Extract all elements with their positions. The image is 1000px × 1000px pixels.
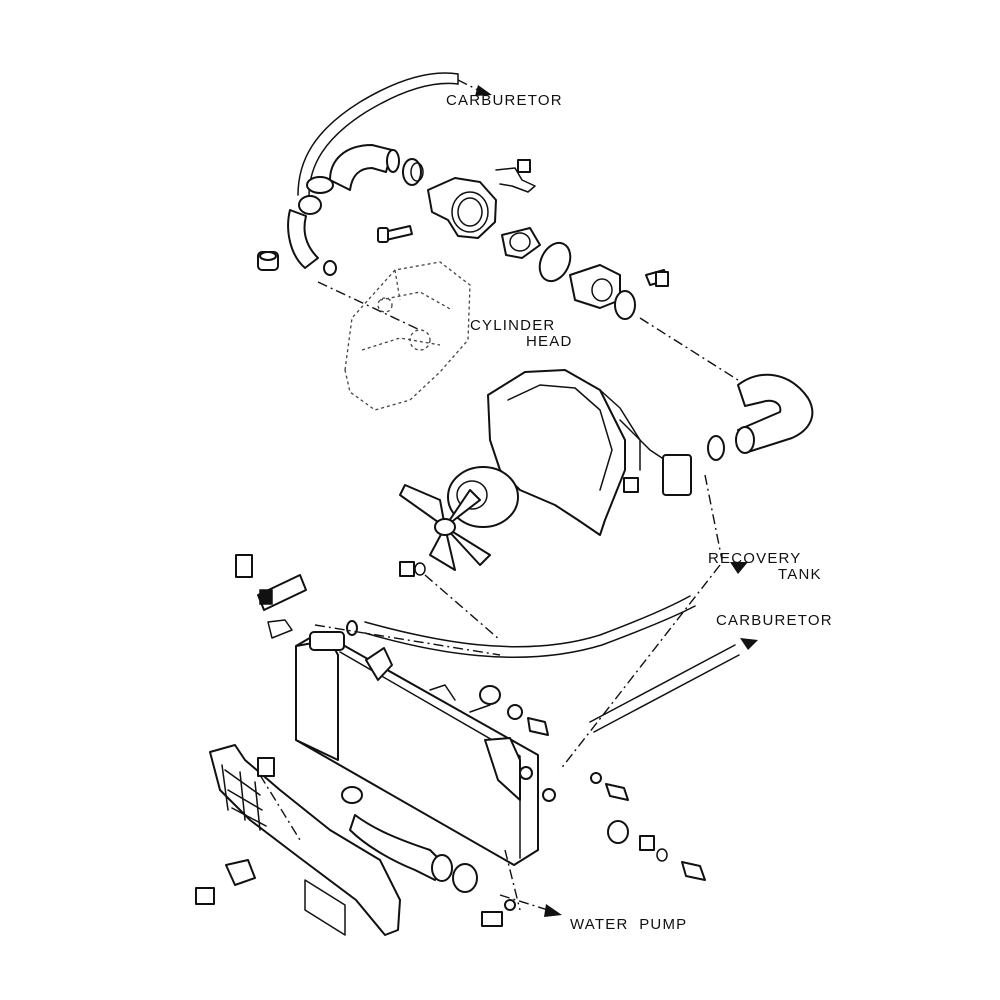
- water-pump-label: WATER PUMP: [570, 916, 688, 933]
- fan-nut: [399, 561, 426, 577]
- fan-blade: [399, 484, 491, 571]
- thermostat-bracket: [495, 159, 536, 193]
- elbow-hose-left: [287, 195, 337, 276]
- carburetor-top-arrow: [457, 79, 492, 96]
- cap-bracket: [235, 554, 307, 639]
- water-pump-arrow: [499, 894, 562, 917]
- thermostat-cover: [569, 264, 621, 309]
- recovery-tank-label-line2: TANK: [778, 566, 822, 583]
- thermostat: [501, 227, 541, 259]
- fan-connector: [662, 454, 692, 496]
- screen-bolt-top: [257, 757, 275, 777]
- right-washer-bolt: [590, 772, 629, 801]
- cylinder-head-outline: [344, 261, 471, 411]
- hose-clamp-cover: [614, 290, 636, 320]
- lower-right-grommet: [607, 820, 668, 862]
- screen-bottom-bolt: [195, 887, 215, 905]
- radiator-mount-grommet: [479, 685, 523, 720]
- lower-right-bolt: [681, 861, 706, 881]
- radiator-side-bracket: [484, 737, 556, 802]
- recovery-tank-hose: [364, 595, 696, 658]
- hose-clamp-radiator: [707, 435, 725, 461]
- radiator-upper-hose: [735, 373, 814, 454]
- recovery-tank-arrow: [730, 562, 748, 574]
- radiator-drain-plug: [341, 786, 363, 804]
- carburetor-vent-hose-top: [297, 72, 459, 197]
- radiator-top-bracket: [365, 647, 393, 681]
- recovery-tank-label-line1: RECOVERY: [708, 550, 802, 567]
- leader-lines: [259, 281, 739, 911]
- carburetor-right-label: CARBURETOR: [716, 612, 833, 629]
- radiator: [295, 631, 539, 866]
- screen-bottom-bracket: [225, 859, 256, 886]
- carburetor-hose-right: [589, 644, 740, 733]
- cover-bolt: [645, 269, 669, 287]
- carburetor-right-arrow: [740, 638, 758, 650]
- lower-bolt: [481, 899, 516, 927]
- radiator-screen: [209, 744, 401, 936]
- cylinder-head-label-line2: HEAD: [526, 333, 573, 350]
- hose-clamp-upper-2: [306, 176, 334, 194]
- fan-motor-wire: [619, 419, 666, 461]
- hose-clamp-upper-1: [402, 158, 424, 186]
- radiator-mount-bolt: [527, 717, 549, 736]
- hose-clamp-small: [346, 620, 358, 636]
- upper-water-hose: [329, 144, 400, 191]
- thermostat-bolt: [377, 225, 413, 243]
- thermostat-housing: [427, 177, 497, 239]
- cylinder-head-label-line1: CYLINDER: [470, 317, 556, 334]
- carburetor-top-label: CARBURETOR: [446, 92, 563, 109]
- hose-clamp-lower: [452, 863, 478, 893]
- bolt-head-left: [257, 251, 279, 271]
- fan-mounting-bolt: [623, 477, 639, 493]
- screen-lower-plate: [304, 879, 346, 936]
- o-ring: [538, 241, 572, 283]
- radiator-lower-hose: [349, 814, 453, 882]
- fan-motor: [447, 466, 519, 528]
